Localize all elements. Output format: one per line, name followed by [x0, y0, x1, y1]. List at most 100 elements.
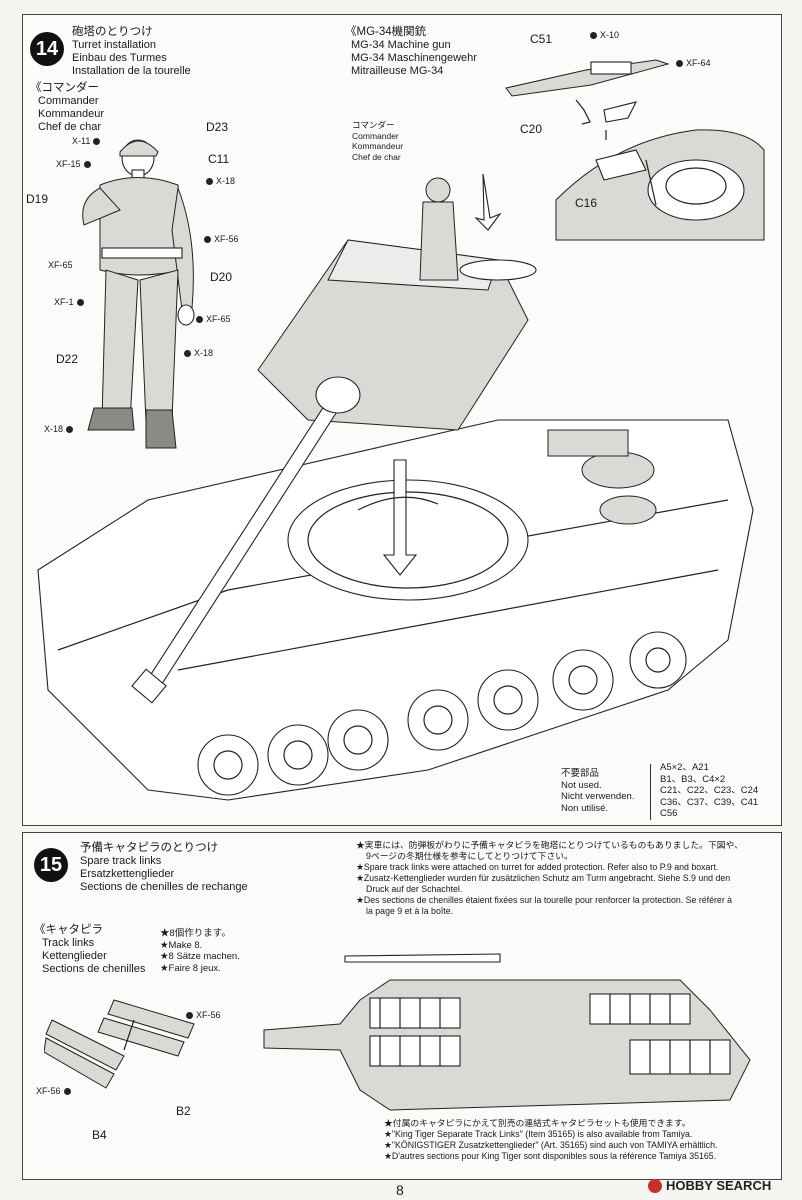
paint-xf56: XF-56 — [204, 234, 239, 244]
paint-x11: X-11 — [72, 136, 101, 146]
commander-figure-illustration — [82, 139, 195, 449]
paint-xf64-label: XF-64 — [686, 58, 711, 68]
paint-x18a-label: X-18 — [216, 176, 236, 186]
mg-fr: Mitrailleuse MG-34 — [351, 65, 444, 77]
step-14-badge: 14 — [30, 32, 64, 66]
separate-track-notes: ★付属のキャタピラにかえて別売の連結式キャタピラセットも使用できます。 ★"Ki… — [384, 1118, 717, 1162]
unused-fr: Non utilisé. — [561, 802, 608, 814]
watermark: HOBBY SEARCH — [648, 1178, 771, 1193]
paint-xf65b: XF-65 — [196, 314, 231, 324]
paint-xf64: XF-64 — [676, 58, 711, 68]
track-jp: 《キャタピラ — [34, 924, 103, 936]
commander-en: Commander — [38, 95, 99, 107]
mg-jp: 《MG-34機関銃 — [345, 26, 427, 38]
commander-heading: 《コマンダー Commander Kommandeur Chef de char — [30, 82, 104, 134]
unused-en: Not used. — [561, 779, 602, 791]
track-heading: 《キャタピラ Track links Kettenglieder Section… — [34, 924, 145, 976]
paint-xf56a-label: XF-56 — [196, 1010, 221, 1020]
paint-dot-icon — [196, 315, 203, 323]
commander-fr: Chef de char — [38, 121, 101, 133]
tank-turret-illustration — [37, 173, 754, 801]
note-fr: ★Des sections de chenilles étaient fixée… — [356, 895, 733, 905]
small-commander-jp: コマンダー — [352, 120, 395, 130]
bottom-fr: ★D'autres sections pour King Tiger sont … — [384, 1151, 717, 1161]
paint-xf65b-label: XF-65 — [206, 314, 231, 324]
paint-x10: X-10 — [590, 30, 619, 40]
mg34-detail-illustration — [505, 59, 765, 241]
paint-x18c: X-18 — [44, 424, 74, 434]
paint-xf1-label: XF-1 — [54, 297, 74, 307]
make-fr: ★Faire 8 jeux. — [160, 962, 221, 974]
title-en: Spare track links — [80, 855, 162, 867]
note-de2: Druck auf der Schachtel. — [366, 884, 463, 894]
part-d23: D23 — [206, 120, 229, 134]
bottom-jp: ★付属のキャタピラにかえて別売の連結式キャタピラセットも使用できます。 — [384, 1118, 691, 1128]
small-commander-fr: Chef de char — [352, 151, 401, 162]
note-de: ★Zusatz-Kettenglieder wurden für zusätzl… — [356, 873, 731, 883]
step-15-notes: ★実車には、防弾板がわりに予備キャタピラを砲塔にとりつけているものもありました。… — [356, 840, 743, 917]
paint-xf15: XF-15 — [56, 159, 91, 169]
unused-de: Nicht verwenden. — [561, 791, 635, 802]
paint-x18c-label: X-18 — [44, 424, 64, 434]
paint-x10-label: X-10 — [600, 30, 620, 40]
small-commander-label: コマンダー Commander Kommandeur Chef de char — [352, 120, 403, 162]
part-d20: D20 — [210, 270, 233, 284]
page-number: 8 — [396, 1182, 404, 1198]
track-en: Track links — [42, 937, 95, 949]
mg-de: MG-34 Maschinengewehr — [351, 52, 477, 64]
bottom-en: ★"King Tiger Separate Track Links" (Item… — [384, 1129, 693, 1139]
part-b2: B2 — [176, 1104, 191, 1118]
paint-dot-icon — [206, 177, 213, 185]
commander-de: Kommandeur — [38, 108, 105, 120]
paint-dot-icon — [590, 31, 597, 39]
part-c16: C16 — [575, 196, 598, 210]
note-en: ★Spare track links were attached on turr… — [356, 862, 719, 872]
part-d22: D22 — [56, 352, 79, 366]
title-jp: 砲塔のとりつけ — [72, 26, 153, 38]
turret-spare-tracks-illustration — [263, 953, 751, 1111]
track-de: Kettenglieder — [42, 950, 107, 962]
unused-parts-list: A5×2、A21 B1、B3、C4×2 C21、C22、C23、C24 C36、… — [660, 762, 758, 820]
mg34-heading: 《MG-34機関銃 MG-34 Machine gun MG-34 Maschi… — [345, 26, 477, 78]
unused-row: B1、B3、C4×2 — [660, 773, 726, 785]
mg-en: MG-34 Machine gun — [351, 39, 451, 51]
paint-xf56-label: XF-56 — [214, 234, 239, 244]
unused-parts-labels: 不要部品 Not used. Nicht verwenden. Non util… — [561, 768, 634, 814]
part-c11: C11 — [208, 152, 230, 166]
paint-xf56-track-a: XF-56 — [186, 1010, 221, 1020]
commander-jp: 《コマンダー — [30, 82, 99, 94]
track-links-illustration — [44, 999, 195, 1089]
watermark-text: HOBBY SEARCH — [666, 1178, 772, 1193]
make-de: ★8 Sätze machen. — [160, 951, 240, 962]
unused-row: C56 — [660, 808, 678, 819]
unused-row: A5×2、A21 — [660, 762, 709, 773]
paint-x18b-label: X-18 — [194, 348, 214, 358]
title-de: Einbau des Turmes — [72, 52, 167, 64]
unused-jp: 不要部品 — [561, 768, 600, 779]
title-fr: Sections de chenilles de rechange — [80, 881, 248, 893]
paint-dot-icon — [63, 1087, 71, 1095]
paint-dot-icon — [93, 137, 101, 145]
paint-x18b: X-18 — [184, 348, 213, 358]
part-c20: C20 — [520, 122, 543, 136]
title-jp: 予備キャタピラのとりつけ — [80, 842, 219, 854]
note-fr2: la page 9 et à la boîte. — [366, 906, 454, 916]
paint-xf65a-label: XF-65 — [48, 260, 73, 270]
title-de: Ersatzkettenglieder — [80, 868, 175, 880]
small-commander-en: Commander — [352, 130, 399, 141]
part-b4: B4 — [92, 1128, 107, 1142]
paint-dot-icon — [66, 425, 74, 433]
step-14-title: 砲塔のとりつけ Turret installation Einbau des T… — [72, 26, 191, 78]
make-en: ★Make 8. — [160, 939, 203, 951]
paint-x18a: X-18 — [206, 176, 235, 186]
paint-dot-icon — [83, 160, 91, 168]
note-jp: ★実車には、防弾板がわりに予備キャタピラを砲塔にとりつけているものもありました。… — [356, 840, 743, 850]
part-d19: D19 — [26, 192, 49, 206]
watermark-logo-icon — [648, 1178, 662, 1193]
paint-dot-icon — [186, 1011, 193, 1019]
make-jp: ★8個作ります。 — [160, 928, 231, 939]
bottom-de: ★"KÖNIGSTIGER Zusatzkettenglieder" (Art.… — [384, 1140, 718, 1150]
step-15-title: 予備キャタピラのとりつけ Spare track links Ersatzket… — [80, 842, 248, 894]
paint-x11-label: X-11 — [72, 136, 91, 146]
